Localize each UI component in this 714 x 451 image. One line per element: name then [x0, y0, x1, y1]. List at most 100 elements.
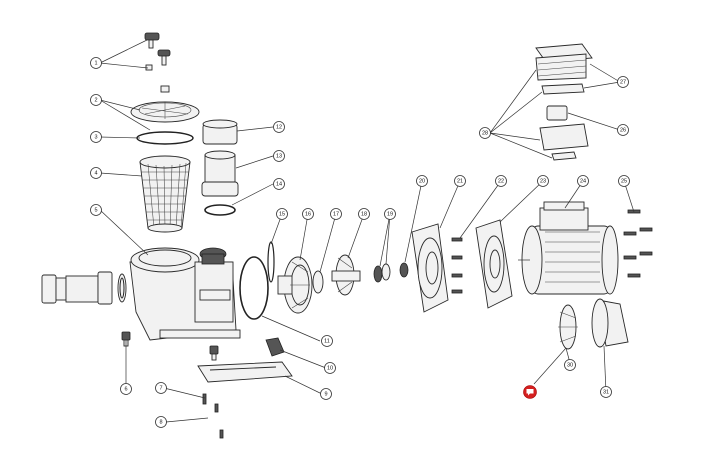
- callout-bubble: [273, 150, 285, 162]
- part-seal-plate-bolts: [451, 237, 463, 294]
- callout-bubble: [577, 175, 589, 187]
- callout-7: 7: [155, 382, 167, 394]
- callout-bubble: [90, 204, 102, 216]
- part-mechanical-seal: [373, 263, 391, 283]
- callout-number: 5: [94, 207, 97, 213]
- callout-10: 10: [324, 362, 336, 374]
- chat-icon[interactable]: [526, 389, 534, 396]
- callout-number: 15: [279, 211, 285, 217]
- callout-23: 23: [537, 175, 549, 187]
- callout-bubble: [617, 76, 629, 88]
- callout-5: 5: [90, 204, 102, 216]
- callout-number: 13: [276, 153, 282, 159]
- part-fan-cover: [591, 298, 629, 348]
- callout-11: 11: [321, 335, 333, 347]
- callout-number: 11: [324, 338, 330, 344]
- callout-15: 15: [276, 208, 288, 220]
- callout-number: 24: [580, 178, 586, 184]
- part-motor-bolts: [623, 209, 653, 278]
- callout-number: 19: [387, 211, 393, 217]
- part-seal-plate: [411, 223, 449, 313]
- part-lid-o-ring: [136, 131, 194, 145]
- callout-9: 9: [320, 388, 332, 400]
- callout-bubble: [600, 386, 612, 398]
- callout-bubble: [273, 121, 285, 133]
- part-seal-ring: [312, 270, 324, 294]
- callout-number: 9: [324, 391, 327, 397]
- callout-bubble: [90, 131, 102, 143]
- callout-2: 2: [90, 94, 102, 106]
- callout-24: 24: [577, 175, 589, 187]
- part-impeller: [331, 254, 361, 296]
- callout-bubble: [617, 124, 629, 136]
- callout-bubble: [495, 175, 507, 187]
- part-clamp: [265, 337, 285, 357]
- part-diffuser-o-ring: [267, 241, 275, 283]
- callout-number: 26: [620, 127, 626, 133]
- callout-13: 13: [273, 150, 285, 162]
- callout-number: 30: [567, 362, 573, 368]
- callout-bubble: [120, 383, 132, 395]
- callout-bubble: [537, 175, 549, 187]
- callout-bubble: [320, 388, 332, 400]
- callout-12: 12: [273, 121, 285, 133]
- callout-30: 30: [564, 359, 576, 371]
- callout-18: 18: [358, 208, 370, 220]
- callout-number: 14: [276, 181, 282, 187]
- callout-number: 22: [498, 178, 504, 184]
- part-pump-housing: [129, 247, 241, 341]
- callout-bubble: [330, 208, 342, 220]
- part-inlet-union: [41, 271, 127, 305]
- callout-bubble: [273, 178, 285, 190]
- callout-number: 28: [482, 130, 488, 136]
- callout-16: 16: [302, 208, 314, 220]
- part-motor: [518, 201, 619, 295]
- callout-number: 10: [327, 365, 333, 371]
- callout-number: 1: [94, 60, 97, 66]
- callout-number: 25: [621, 178, 627, 184]
- callout-4: 4: [90, 167, 102, 179]
- callout-bubble: [454, 175, 466, 187]
- part-outlet-union: [201, 119, 239, 216]
- part-motor-adaptor: [475, 219, 513, 309]
- part-base-bracket: [197, 361, 293, 383]
- part-strainer-basket: [139, 155, 191, 233]
- callout-number: 18: [361, 211, 367, 217]
- callout-bubble: [90, 167, 102, 179]
- callout-number: 23: [540, 178, 546, 184]
- part-lid-knobs: [144, 32, 171, 71]
- callout-bubble: [90, 94, 102, 106]
- callout-bubble: [302, 208, 314, 220]
- callout-bubble: [416, 175, 428, 187]
- callout-bubble: [618, 175, 630, 187]
- callout-8: 8: [155, 416, 167, 428]
- callout-22: 22: [495, 175, 507, 187]
- callout-number: 21: [457, 178, 463, 184]
- chat-badge[interactable]: [523, 385, 537, 399]
- part-drain-plugs: [121, 331, 224, 439]
- callout-bubble: [358, 208, 370, 220]
- callout-number: 20: [419, 178, 425, 184]
- callout-number: 6: [124, 386, 127, 392]
- callout-28: 28: [479, 127, 491, 139]
- callout-bubble: [321, 335, 333, 347]
- leader-lines: [99, 39, 635, 423]
- callout-14: 14: [273, 178, 285, 190]
- callout-number: 3: [94, 134, 97, 140]
- callout-21: 21: [454, 175, 466, 187]
- callout-25: 25: [618, 175, 630, 187]
- callout-number: 12: [276, 124, 282, 130]
- callout-20: 20: [416, 175, 428, 187]
- callout-number: 2: [94, 97, 97, 103]
- callout-6: 6: [120, 383, 132, 395]
- callout-27: 27: [617, 76, 629, 88]
- callout-number: 16: [305, 211, 311, 217]
- part-terminal-box: [535, 43, 593, 161]
- callout-bubble: [276, 208, 288, 220]
- callout-bubble: [564, 359, 576, 371]
- callout-bubble: [90, 57, 102, 69]
- callout-19: 19: [384, 208, 396, 220]
- part-strainer-lid: [130, 85, 200, 123]
- callout-31: 31: [600, 386, 612, 398]
